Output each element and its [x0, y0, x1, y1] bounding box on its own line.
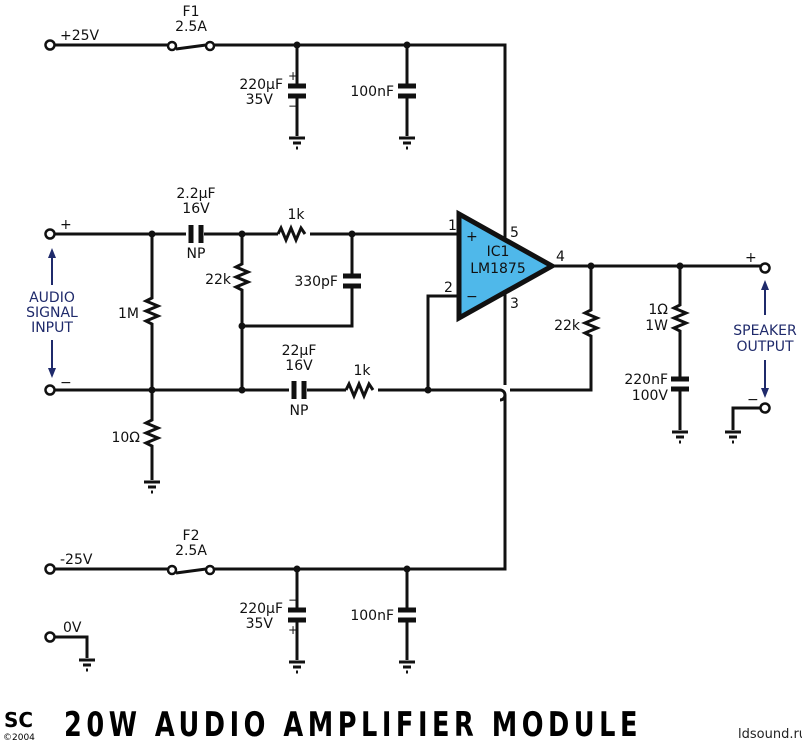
r-fb-in-value: 1k — [353, 363, 371, 379]
positive-supply-label: +25V — [60, 28, 100, 44]
polarity-minus: − — [288, 593, 298, 607]
r-fb-value: 22k — [554, 318, 581, 334]
output-network — [581, 262, 690, 444]
c-pos-bulk-value: 220µF — [239, 77, 283, 93]
ground-label: 0V — [63, 620, 82, 636]
input-positive-line — [44, 224, 458, 244]
capacitor-c-pos-dec — [398, 45, 416, 136]
r-zobel-rating: 1W — [645, 318, 668, 334]
r-1m-value: 1M — [118, 306, 139, 322]
noninverting-sign: + — [466, 229, 478, 245]
ground-terminal-line — [54, 635, 95, 672]
c-fb-rating: 16V — [285, 358, 313, 374]
positive-supply-rail — [44, 39, 507, 258]
r-in-value: 1k — [287, 207, 305, 223]
output-minus-sign: − — [747, 392, 759, 408]
diagram-title: 20W AUDIO AMPLIFIER MODULE — [64, 705, 642, 744]
c-neg-dec-value: 100nF — [350, 608, 394, 624]
fuse-f1-value: 2.5A — [175, 19, 207, 35]
pin-5-label: 5 — [510, 225, 519, 241]
c-in-type: NP — [187, 246, 206, 262]
capacitor-c-neg-bulk — [288, 569, 306, 674]
input-negative-terminal[interactable] — [44, 384, 56, 396]
publisher-logo: SC — [4, 708, 33, 732]
c-pos-dec-value: 100nF — [350, 84, 394, 100]
polarity-plus: + — [288, 69, 298, 83]
speaker-positive-terminal[interactable] — [759, 262, 771, 274]
c-fb-type: NP — [290, 403, 309, 419]
fuse-f1-contact-a — [166, 40, 178, 52]
polarity-plus: + — [288, 623, 298, 637]
polarity-minus: − — [288, 99, 298, 113]
inverting-input-wire — [426, 294, 458, 390]
capacitor-c-pos-bulk — [288, 45, 306, 136]
inverting-sign: − — [466, 289, 478, 305]
fuse-f2-value: 2.5A — [175, 543, 207, 559]
output-plus-sign: + — [745, 250, 757, 266]
fuse-f2-contact-b — [204, 564, 216, 576]
r-bias-value: 22k — [205, 272, 232, 288]
output-annotation-arrows — [761, 280, 769, 398]
capacitor-c-filter — [343, 234, 361, 300]
junction-dot — [238, 322, 246, 330]
c-filter-value: 330pF — [294, 274, 338, 290]
input-negative-line — [44, 340, 593, 402]
speaker-negative-terminal[interactable] — [759, 402, 771, 414]
resistor-r-bias — [232, 234, 354, 394]
ground-icon — [289, 136, 305, 150]
c-zobel-rating: 100V — [632, 388, 669, 404]
fuse-f2-ref: F2 — [183, 528, 200, 544]
ground-icon — [399, 136, 415, 150]
pin-3-label: 3 — [510, 296, 519, 312]
fuse-f1-contact-b — [204, 40, 216, 52]
negative-supply-terminal[interactable] — [44, 563, 56, 575]
fuse-f1-ref: F1 — [183, 4, 200, 20]
watermark: ldsound.ru — [738, 727, 802, 742]
resistor-r-10 — [142, 390, 162, 494]
output-label-line-1: SPEAKER — [733, 323, 797, 339]
input-plus-sign: + — [60, 217, 72, 233]
input-minus-sign: − — [60, 375, 72, 391]
r-zobel-value: 1Ω — [648, 302, 668, 318]
speaker-negative-line — [725, 406, 760, 444]
fuse-f2-contact-a — [166, 564, 178, 576]
pin-4-label: 4 — [556, 249, 565, 265]
negative-supply-rail — [44, 560, 507, 576]
negative-supply-label: -25V — [60, 552, 93, 568]
c-pos-bulk-rating: 35V — [246, 92, 274, 108]
capacitor-c-neg-dec — [398, 569, 416, 674]
ground-terminal[interactable] — [44, 631, 56, 643]
ic-part: LM1875 — [470, 261, 526, 277]
input-annotation-arrows — [48, 248, 56, 378]
c-zobel-value: 220nF — [624, 372, 668, 388]
input-label-line-2: SIGNAL — [26, 305, 78, 321]
c-neg-bulk-value: 220µF — [239, 601, 283, 617]
c-neg-bulk-rating: 35V — [246, 616, 274, 632]
resistor-r-1m — [142, 234, 162, 390]
output-label-line-2: OUTPUT — [736, 339, 794, 355]
pin-1-label: 1 — [448, 218, 457, 234]
c-in-rating: 16V — [182, 201, 210, 217]
r-10-value: 10Ω — [111, 430, 140, 446]
ic-ref: IC1 — [487, 244, 510, 260]
c-fb-value: 22µF — [282, 343, 317, 359]
publisher-copyright: ©2004 — [3, 733, 35, 743]
positive-supply-terminal[interactable] — [44, 39, 56, 51]
input-label-line-3: INPUT — [31, 320, 73, 336]
input-label-line-1: AUDIO — [29, 290, 75, 306]
pin-2-label: 2 — [444, 280, 453, 296]
c-in-value: 2.2µF — [176, 186, 215, 202]
input-positive-terminal[interactable] — [44, 228, 56, 240]
